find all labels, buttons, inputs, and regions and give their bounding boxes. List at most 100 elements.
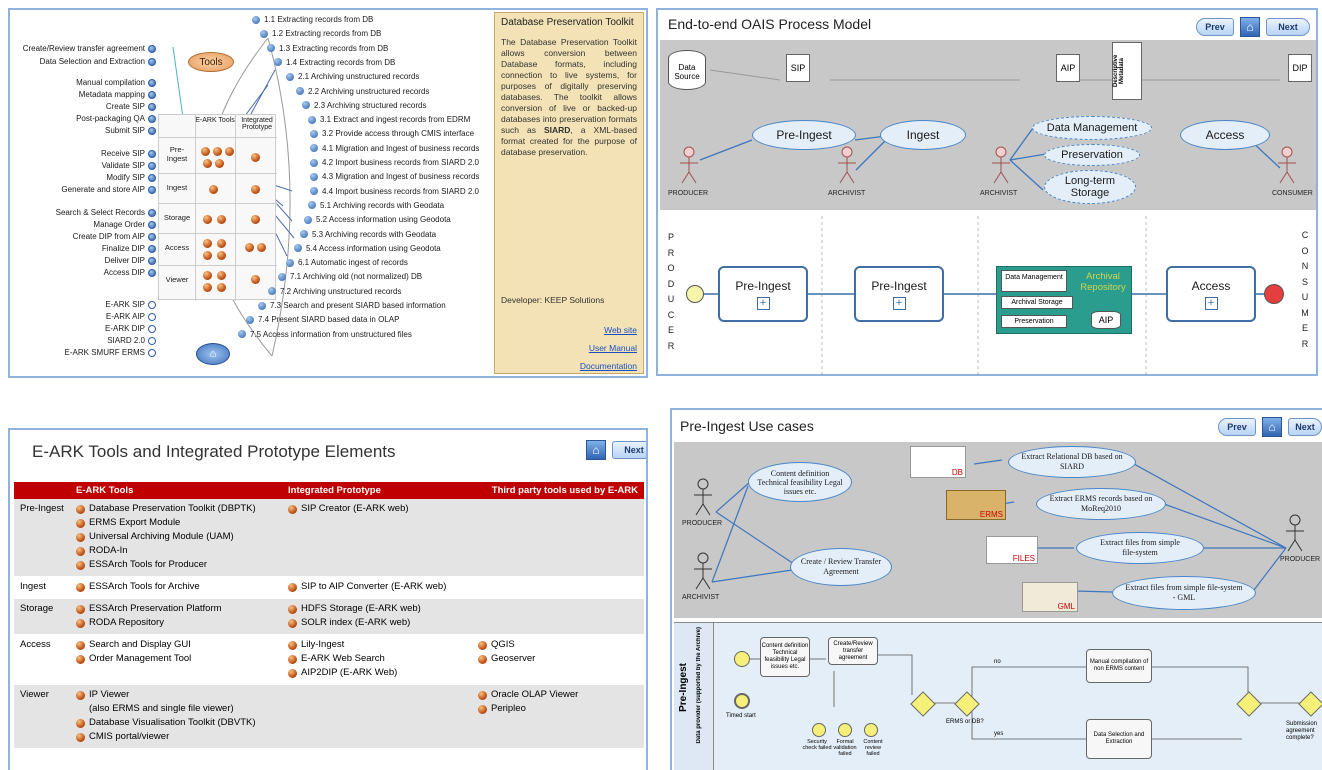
right-scenario-item[interactable]: 5.4 Access information using Geodota [294,244,441,253]
tool-item[interactable]: ERMS Export Module [76,517,278,529]
right-scenario-item[interactable]: 4.3 Migration and Ingest of business rec… [310,172,479,181]
home-button[interactable]: ⌂ [586,440,606,460]
tools-bubble[interactable]: Tools [188,52,234,72]
left-scenario-item[interactable]: Create DIP from AIP [73,232,156,241]
create-review-oval[interactable]: Create / Review Transfer Agreement [790,548,892,586]
extract-files-oval[interactable]: Extract files from simple file-system [1076,532,1204,564]
left-scenario-item[interactable]: Search & Select Records [56,208,156,217]
left-scenario-item[interactable]: E-ARK DIP [105,324,156,333]
right-scenario-item[interactable]: 4.4 Import business records from SIARD 2… [310,187,479,196]
next-button[interactable]: Next [1266,18,1310,36]
task-manual-compilation[interactable]: Manual compilation of non ERMS content [1086,649,1152,683]
left-scenario-item[interactable]: Access DIP [104,268,156,277]
tool-item[interactable]: Oracle OLAP Viewer [478,689,640,701]
left-scenario-item[interactable]: SIARD 2.0 [107,336,156,345]
access-oval[interactable]: Access [1180,120,1270,150]
left-scenario-item[interactable]: Submit SIP [105,126,156,135]
right-scenario-item[interactable]: 2.2 Archiving unstructured records [296,87,429,96]
bpmn-pre-ingest-1[interactable]: Pre-Ingest+ [718,266,808,322]
left-scenario-item[interactable]: E-ARK SIP [105,300,156,309]
tool-item[interactable]: Order Management Tool [76,653,278,665]
bpmn-access[interactable]: Access+ [1166,266,1256,322]
data-management-oval[interactable]: Data Management [1032,116,1152,140]
left-scenario-item[interactable]: Generate and store AIP [61,185,156,194]
tool-item[interactable]: Peripleo [478,703,640,715]
right-scenario-item[interactable]: 2.1 Archiving unstructured records [286,72,419,81]
tool-item[interactable]: ESSArch Preservation Platform [76,603,278,615]
right-scenario-item[interactable]: 7.5 Access information from unstructured… [238,330,412,339]
task-data-selection[interactable]: Data Selection and Extraction [1086,719,1152,759]
pre-ingest-oval[interactable]: Pre-Ingest [752,120,856,150]
left-scenario-item[interactable]: Modify SIP [106,173,156,182]
right-scenario-item[interactable]: 2.3 Archiving structured records [302,101,427,110]
right-scenario-item[interactable]: 1.4 Extracting records from DB [274,58,395,67]
tool-item[interactable]: AIP2DIP (E-ARK Web) [288,667,468,679]
long-term-storage-oval[interactable]: Long-term Storage [1044,170,1136,204]
ingest-oval[interactable]: Ingest [880,120,966,150]
home-bubble[interactable]: ⌂ [196,343,230,365]
tool-item[interactable]: Database Preservation Toolkit (DBPTK) [76,503,278,515]
tool-item[interactable]: SIP Creator (E-ARK web) [288,503,468,515]
left-scenario-item[interactable]: Finalize DIP [102,244,156,253]
tool-item[interactable]: Geoserver [478,653,640,665]
left-scenario-item[interactable]: Post-packaging QA [76,114,156,123]
task-create-review[interactable]: Create/Review transfer agreement [828,637,878,665]
left-scenario-item[interactable]: Deliver DIP [105,256,156,265]
preservation-oval[interactable]: Preservation [1044,144,1140,166]
tool-item[interactable]: Lily-Ingest [288,639,468,651]
tool-item[interactable]: QGIS [478,639,640,651]
tool-item[interactable]: IP Viewer [76,689,278,701]
left-scenario-item[interactable]: Create/Review transfer agreement [23,44,156,53]
prev-button[interactable]: Prev [1218,418,1256,436]
tool-item[interactable]: ESSArch Tools for Archive [76,581,278,593]
home-button[interactable]: ⌂ [1240,17,1260,37]
bpmn-pre-ingest-2[interactable]: Pre-Ingest+ [854,266,944,322]
left-scenario-item[interactable]: Data Selection and Extraction [40,57,156,66]
left-scenario-item[interactable]: E-ARK SMURF ERMS [65,348,156,357]
tool-item[interactable]: RODA Repository [76,617,278,629]
left-scenario-item[interactable]: Receive SIP [101,149,156,158]
right-scenario-item[interactable]: 3.1 Extract and ingest records from EDRM [308,115,470,124]
right-scenario-item[interactable]: 7.1 Archiving old (not normalized) DB [278,272,422,281]
left-scenario-item[interactable]: Manual compilation [76,78,156,87]
tool-item[interactable]: SOLR index (E-ARK web) [288,617,468,629]
tool-item[interactable]: Database Visualisation Toolkit (DBVTK) [76,717,278,729]
tool-item[interactable]: Universal Archiving Module (UAM) [76,531,278,543]
left-scenario-item[interactable]: Validate SIP [102,161,156,170]
right-scenario-item[interactable]: 5.3 Archiving records with Geodata [300,230,436,239]
left-scenario-item[interactable]: E-ARK AIP [106,312,156,321]
prev-button[interactable]: Prev [1196,18,1234,36]
right-scenario-item[interactable]: 3.2 Provide access through CMIS interfac… [310,129,474,138]
right-scenario-item[interactable]: 5.2 Access information using Geodota [304,215,451,224]
content-definition-oval[interactable]: Content definition Technical feasibility… [748,462,852,502]
left-scenario-item[interactable]: Manage Order [93,220,156,229]
tool-item[interactable]: HDFS Storage (E-ARK web) [288,603,468,615]
tool-item[interactable]: RODA-In [76,545,278,557]
left-scenario-item[interactable]: Create SIP [106,102,156,111]
right-scenario-item[interactable]: 7.2 Archiving unstructured records [268,287,401,296]
right-scenario-item[interactable]: 4.2 Import business records from SIARD 2… [310,158,479,167]
info-link-manual[interactable]: User Manual [588,343,637,353]
right-scenario-item[interactable]: 1.3 Extracting records from DB [267,44,388,53]
tool-item[interactable]: (also ERMS and single file viewer) [76,703,278,715]
right-scenario-item[interactable]: 7.4 Present SIARD based data in OLAP [246,315,399,324]
extract-erms-oval[interactable]: Extract ERMS records based on MoReq2010 [1036,488,1166,520]
right-scenario-item[interactable]: 1.1 Extracting records from DB [252,15,373,24]
left-scenario-item[interactable]: Metadata mapping [79,90,156,99]
tool-item[interactable]: SIP to AIP Converter (E-ARK web) [288,581,468,593]
tool-item[interactable]: CMIS portal/viewer [76,731,278,743]
tool-item[interactable]: Search and Display GUI [76,639,278,651]
right-scenario-item[interactable]: 6.1 Automatic ingest of records [286,258,408,267]
info-link-website[interactable]: Web site [604,325,637,335]
right-scenario-item[interactable]: 1.2 Extracting records from DB [260,29,381,38]
right-scenario-item[interactable]: 4.1 Migration and Ingest of business rec… [310,144,479,153]
task-content-definition[interactable]: Content definition Technical feasibility… [760,637,810,677]
next-button[interactable]: Next [1288,418,1322,436]
home-button[interactable]: ⌂ [1262,417,1282,437]
info-link-docs[interactable]: Documentation [579,361,637,371]
right-scenario-item[interactable]: 7.3 Search and present SIARD based infor… [258,301,446,310]
extract-gml-oval[interactable]: Extract files from simple file-system - … [1112,576,1256,610]
extract-db-oval[interactable]: Extract Relational DB based on SIARD [1008,446,1136,478]
tool-item[interactable]: E-ARK Web Search [288,653,468,665]
next-button[interactable]: Next [612,441,646,459]
